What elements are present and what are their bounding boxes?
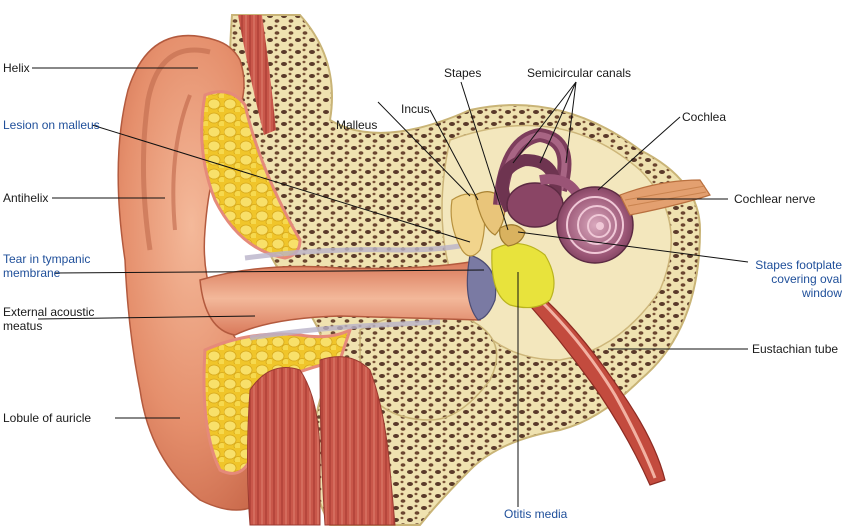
canal-lining-bottom	[249, 319, 441, 341]
label-eustachian-tube: Eustachian tube	[752, 342, 839, 356]
label-malleus: Malleus	[336, 118, 378, 132]
label-stapes-footplate: Stapes footplate covering oval window	[755, 258, 842, 300]
label-lesion-on-malleus: Lesion on malleus	[3, 118, 100, 132]
lower-muscle-2	[319, 356, 396, 526]
helix-fold	[140, 47, 211, 251]
leader-semicircular-canals-1	[512, 81, 577, 164]
eustachian-tube-lumen	[538, 298, 657, 479]
label-semicircular-canals: Semicircular canals	[527, 66, 632, 80]
stapes-bone	[499, 224, 526, 247]
label-otitis-media: Otitis media	[504, 507, 568, 521]
leader-lesion-on-malleus	[91, 124, 471, 243]
label-incus: Incus	[401, 102, 430, 116]
leader-semicircular-canals-3	[565, 81, 577, 164]
antihelix-ridge	[171, 94, 192, 231]
label-external-acoustic-meatus: External acoustic meatus	[3, 305, 95, 333]
leader-stapes-footplate	[517, 231, 749, 263]
leader-cochlea	[597, 116, 681, 191]
cochlea-spiral	[556, 186, 634, 264]
label-stapes: Stapes	[444, 66, 482, 80]
label-helix: Helix	[3, 61, 30, 75]
label-lobule-of-auricle: Lobule of auricle	[3, 411, 92, 425]
label-cochlea: Cochlea	[682, 110, 727, 124]
label-cochlear-nerve: Cochlear nerve	[734, 192, 816, 206]
leader-tear-in-tympanic-membrane	[54, 269, 485, 274]
tympanic-membrane	[466, 254, 497, 321]
label-antihelix: Antihelix	[3, 191, 49, 205]
otitis-media-fluid	[491, 243, 555, 309]
eustachian-tube	[524, 289, 666, 486]
label-tear-in-tympanic-membrane: Tear in tympanic membrane	[3, 252, 91, 280]
leader-stapes	[460, 81, 509, 231]
leader-external-acoustic-meatus	[37, 315, 256, 320]
temporalis-muscle	[238, 15, 276, 135]
leader-semicircular-canals-2	[539, 81, 577, 164]
ear-canal	[199, 261, 486, 336]
leader-lines	[32, 67, 749, 507]
lower-muscle-1	[247, 367, 321, 526]
leader-incus	[429, 109, 479, 201]
leader-malleus	[377, 101, 471, 197]
canal-lining-top	[244, 242, 466, 261]
